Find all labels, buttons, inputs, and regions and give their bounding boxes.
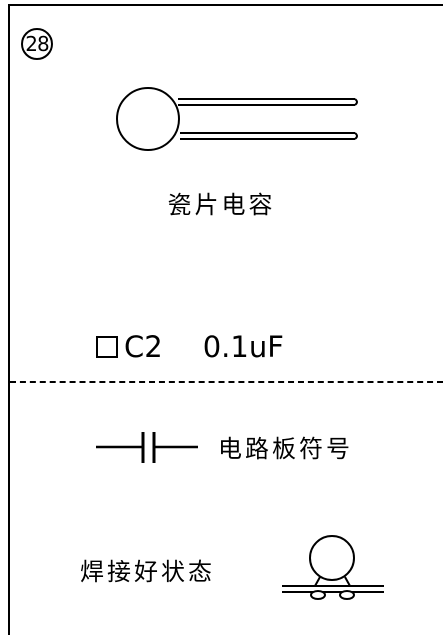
spec-row: C2 0.1uF	[96, 327, 284, 367]
component-value: 0.1uF	[202, 330, 284, 364]
designator: C2	[124, 330, 163, 364]
item-number: 28	[25, 32, 49, 56]
solder-state-label: 焊接好状态	[80, 558, 215, 586]
item-number-badge: 28	[21, 28, 53, 60]
component-card	[8, 4, 443, 635]
section-divider	[10, 381, 443, 383]
check-box[interactable]	[96, 336, 118, 358]
board-symbol-label: 电路板符号	[218, 435, 353, 463]
part-name: 瓷片电容	[167, 191, 276, 219]
